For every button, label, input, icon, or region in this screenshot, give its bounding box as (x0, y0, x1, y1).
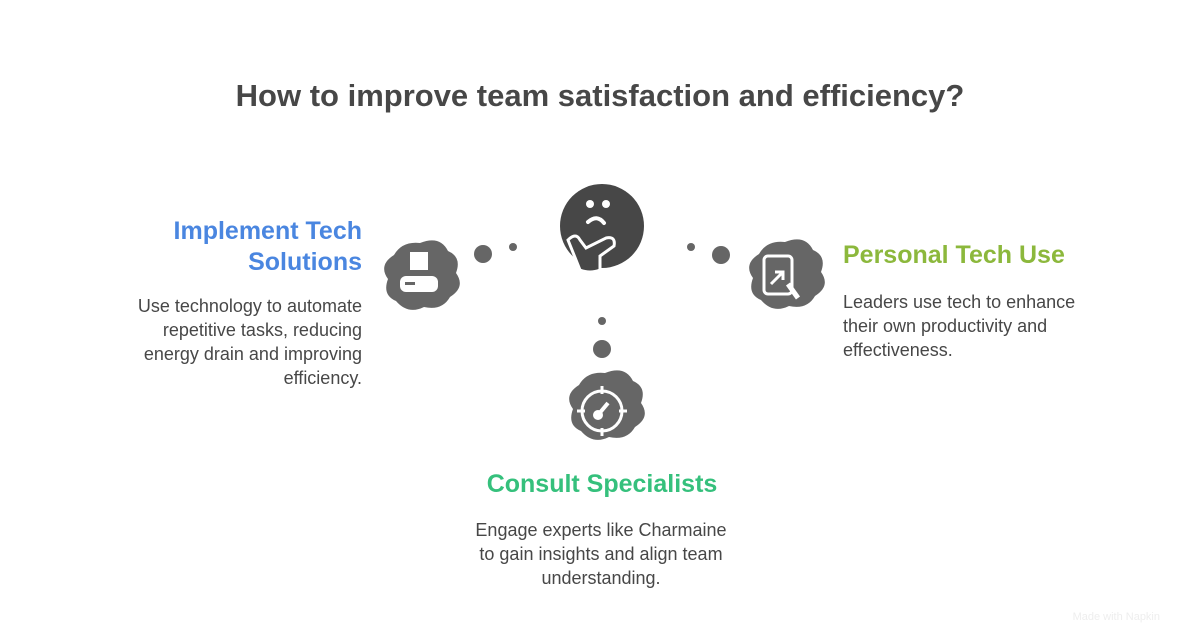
description-line: energy drain and improving (143, 344, 362, 364)
server-box-icon (384, 240, 460, 310)
branch-description-consult: Engage experts like Charmaine to gain in… (0, 518, 1200, 590)
heading-line: Implement Tech (173, 217, 362, 245)
watermark: Made with Napkin (1072, 611, 1160, 623)
description-line: their own productivity and (843, 316, 1048, 336)
description-line: effectiveness. (843, 340, 953, 360)
thinking-face-icon (560, 184, 644, 274)
branch-heading-implement-tech: Implement Tech Solutions (174, 216, 362, 278)
tablet-touch-icon (749, 239, 825, 309)
branch-description-personal-tech: Leaders use tech to enhance their own pr… (843, 290, 1075, 362)
description-line: efficiency. (283, 368, 362, 388)
target-gauge-icon (569, 370, 645, 440)
description-line: Use technology to automate (137, 296, 362, 316)
branch-description-implement-tech: Use technology to automate repetitive ta… (138, 294, 362, 390)
connector-dots (474, 243, 730, 358)
diagram-title: How to improve team satisfaction and eff… (235, 78, 965, 113)
branch-heading-personal-tech: Personal Tech Use (843, 241, 1065, 269)
description-line: Leaders use tech to enhance (843, 292, 1076, 312)
description-line: repetitive tasks, reducing (162, 320, 362, 340)
description-line: Engage experts like Charmaine (475, 520, 727, 540)
heading-line: Solutions (248, 248, 362, 276)
description-line: understanding. (541, 568, 661, 588)
branch-heading-consult: Consult Specialists (486, 470, 718, 498)
description-line: to gain insights and align team (479, 544, 723, 564)
